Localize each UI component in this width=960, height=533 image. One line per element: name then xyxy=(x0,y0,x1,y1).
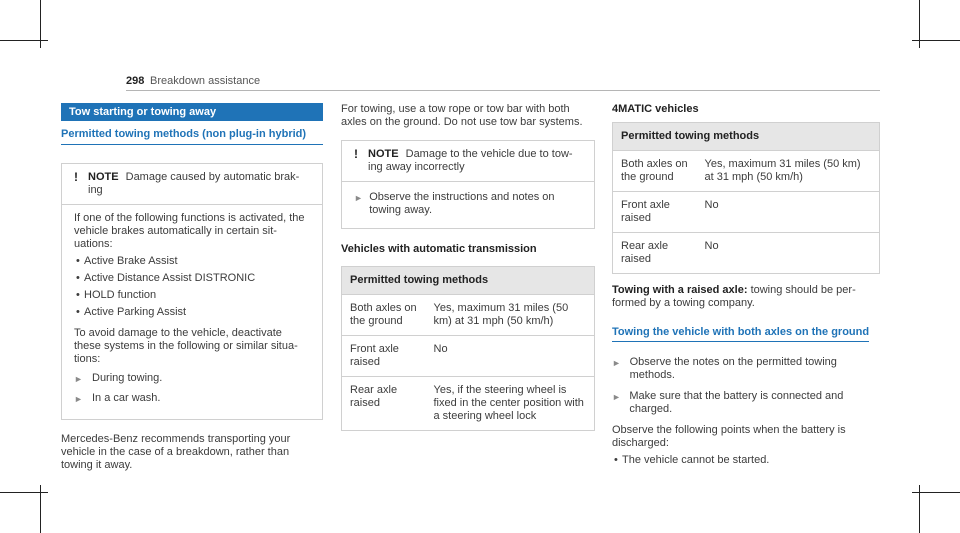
header-divider xyxy=(126,90,880,91)
column-right: 4MATIC vehicles Permitted towing methods… xyxy=(612,103,880,467)
avoid-text: To avoid damage to the vehicle, deactiva… xyxy=(74,327,298,365)
step-arrow-icon: ► xyxy=(74,394,83,404)
bullet-icon: • xyxy=(614,454,618,466)
list-item: •Active Distance Assist DISTRONIC xyxy=(76,272,256,284)
note-header: ! NOTE Damage to the vehicle due to tow-… xyxy=(342,141,594,181)
towing-methods-table: Permitted towing methods Both axles on t… xyxy=(612,122,880,274)
note-text: Damage caused by automatic brak-ing xyxy=(88,171,300,196)
chapter-title-bar: Tow starting or towing away xyxy=(61,103,323,121)
section-heading: 4MATIC vehicles xyxy=(612,103,699,115)
bullet-icon: • xyxy=(76,306,80,318)
step-item: ►During towing. xyxy=(74,372,163,384)
table-header: Permitted towing methods xyxy=(341,266,595,295)
step-arrow-icon: ► xyxy=(612,358,621,368)
bullet-icon: • xyxy=(76,255,80,267)
list-item: •Active Parking Assist xyxy=(76,306,187,318)
subheading: Towing the vehicle with both axles on th… xyxy=(612,326,870,342)
recommendation-text: Mercedes-Benz recommends transporting yo… xyxy=(61,433,291,471)
bullet-icon: • xyxy=(76,289,80,301)
section-heading: Vehicles with automatic transmission xyxy=(341,243,537,255)
towing-methods-table: Permitted towing methods Both axles on t… xyxy=(341,266,595,431)
crop-mark xyxy=(919,485,920,533)
raised-axle-label: Towing with a raised axle: xyxy=(612,284,748,296)
note-label: NOTE xyxy=(88,171,119,183)
note-body: If one of the following functions is act… xyxy=(62,204,322,419)
crop-mark xyxy=(0,492,48,493)
note-intro: If one of the following functions is act… xyxy=(74,212,305,250)
warning-icon: ! xyxy=(354,147,358,161)
note-box: ! NOTE Damage caused by automatic brak-i… xyxy=(61,163,323,420)
subheading: Permitted towing methods (non plug-in hy… xyxy=(61,128,323,145)
warning-icon: ! xyxy=(74,170,78,184)
page-number: 298 xyxy=(126,75,145,87)
list-item: •The vehicle cannot be started. xyxy=(614,454,770,466)
crop-mark xyxy=(40,0,41,48)
note-body: ►Observe the instructions and notes on t… xyxy=(342,181,594,228)
step-item: ►Make sure that the battery is connected… xyxy=(612,390,844,415)
intro-text: For towing, use a tow rope or tow bar wi… xyxy=(341,103,583,128)
crop-mark xyxy=(0,40,48,41)
step-item: ►Observe the notes on the permitted towi… xyxy=(612,356,837,381)
bullet-icon: • xyxy=(76,272,80,284)
note-text: Damage to the vehicle due to tow-ing awa… xyxy=(368,148,573,173)
battery-text: Observe the following points when the ba… xyxy=(612,424,846,449)
step-arrow-icon: ► xyxy=(74,374,83,384)
section-title: Breakdown assistance xyxy=(150,75,261,87)
table-header: Permitted towing methods xyxy=(612,122,880,151)
note-box: ! NOTE Damage to the vehicle due to tow-… xyxy=(341,140,595,229)
step-arrow-icon: ► xyxy=(612,392,621,402)
note-label: NOTE xyxy=(368,148,399,160)
crop-mark xyxy=(912,492,960,493)
column-left: Tow starting or towing away Permitted to… xyxy=(61,103,323,472)
list-item: •Active Brake Assist xyxy=(76,255,178,267)
step-item: ►In a car wash. xyxy=(74,392,161,404)
step-item: ►Observe the instructions and notes on t… xyxy=(354,191,555,216)
list-item: •HOLD function xyxy=(76,289,157,301)
crop-mark xyxy=(919,0,920,48)
column-middle: For towing, use a tow rope or tow bar wi… xyxy=(341,103,595,431)
raised-axle-text: Towing with a raised axle: towing should… xyxy=(612,284,856,309)
crop-mark xyxy=(40,485,41,533)
page-header: 298 Breakdown assistance xyxy=(126,75,880,89)
crop-mark xyxy=(912,40,960,41)
step-arrow-icon: ► xyxy=(354,193,363,203)
note-header: ! NOTE Damage caused by automatic brak-i… xyxy=(62,164,322,204)
